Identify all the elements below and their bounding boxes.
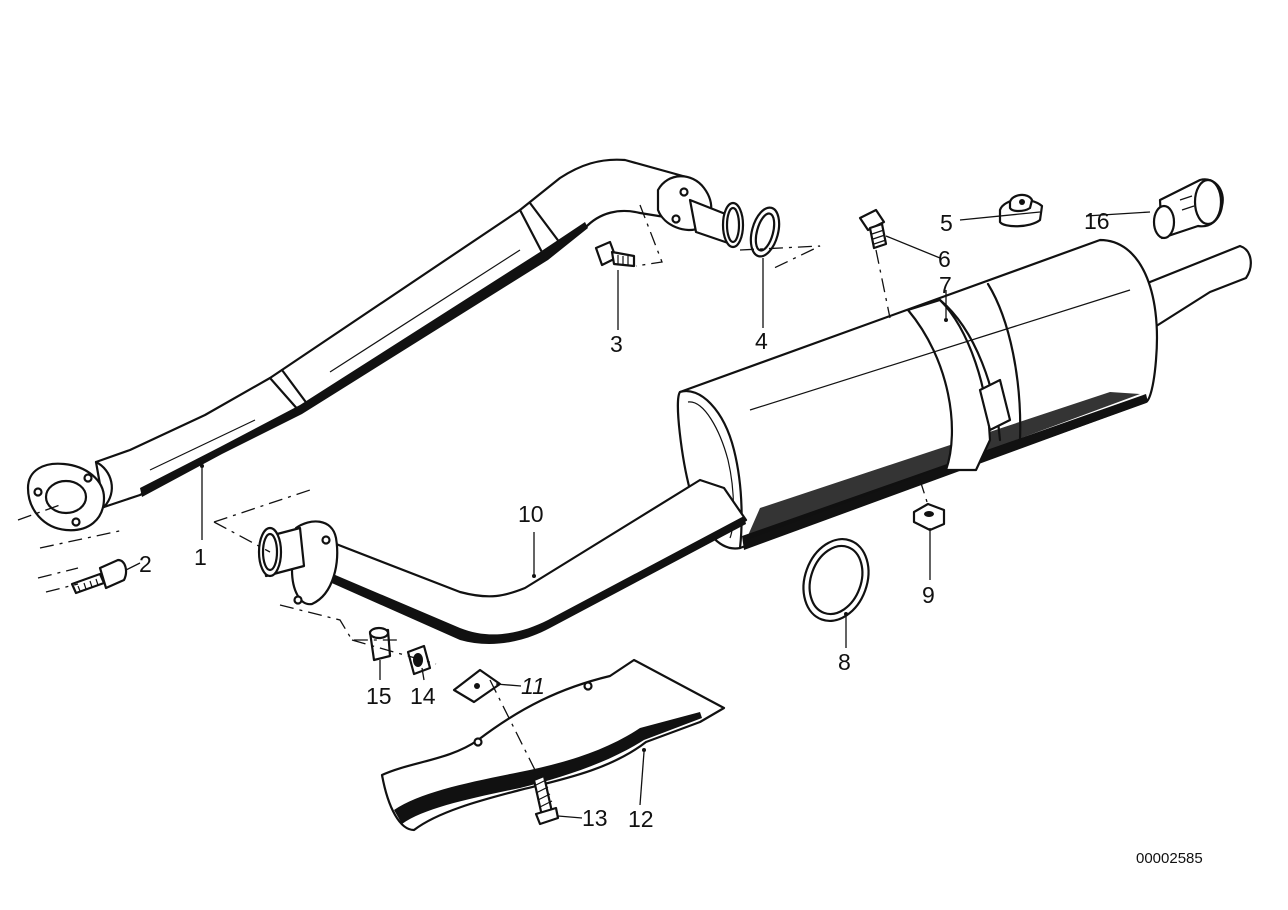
- tail-pipe-trim: [1152, 178, 1224, 240]
- callout-11: 11: [521, 673, 545, 699]
- callout-labels: 1 2 3 4 5 6 7 8 9 10 11 12 13 14 15 16: [139, 208, 1110, 832]
- callout-14: 14: [410, 683, 436, 709]
- callout-10: 10: [518, 501, 544, 527]
- front-pipe: [26, 158, 745, 532]
- callout-1: 1: [194, 544, 207, 570]
- gasket-ring: [749, 206, 781, 258]
- callout-5: 5: [940, 210, 953, 236]
- rubber-bushing: [368, 626, 392, 662]
- callout-4: 4: [755, 328, 768, 354]
- screw: [532, 774, 560, 826]
- document-number: 00002585: [1136, 850, 1203, 867]
- rear-muffler: [676, 238, 1252, 550]
- heat-shield: [380, 658, 726, 832]
- callout-16: 16: [1084, 208, 1110, 234]
- intermediate-pipe: [257, 478, 748, 644]
- callout-3: 3: [610, 331, 623, 357]
- flange-nut: [912, 502, 946, 532]
- rubber-bushing: [406, 644, 432, 676]
- rubber-mount: [998, 193, 1044, 228]
- callout-6: 6: [938, 246, 951, 272]
- callout-7: 7: [939, 272, 952, 298]
- callout-15: 15: [366, 683, 392, 709]
- callout-2: 2: [139, 551, 152, 577]
- callout-13: 13: [582, 805, 608, 831]
- assembly-centerlines: [17, 204, 929, 781]
- callout-9: 9: [922, 582, 935, 608]
- callout-8: 8: [838, 649, 851, 675]
- callout-12: 12: [628, 806, 654, 832]
- bolt: [858, 208, 888, 250]
- gasket: [802, 538, 870, 622]
- bolt: [70, 558, 128, 595]
- bolt: [594, 240, 636, 268]
- leader-lines: [125, 211, 1151, 819]
